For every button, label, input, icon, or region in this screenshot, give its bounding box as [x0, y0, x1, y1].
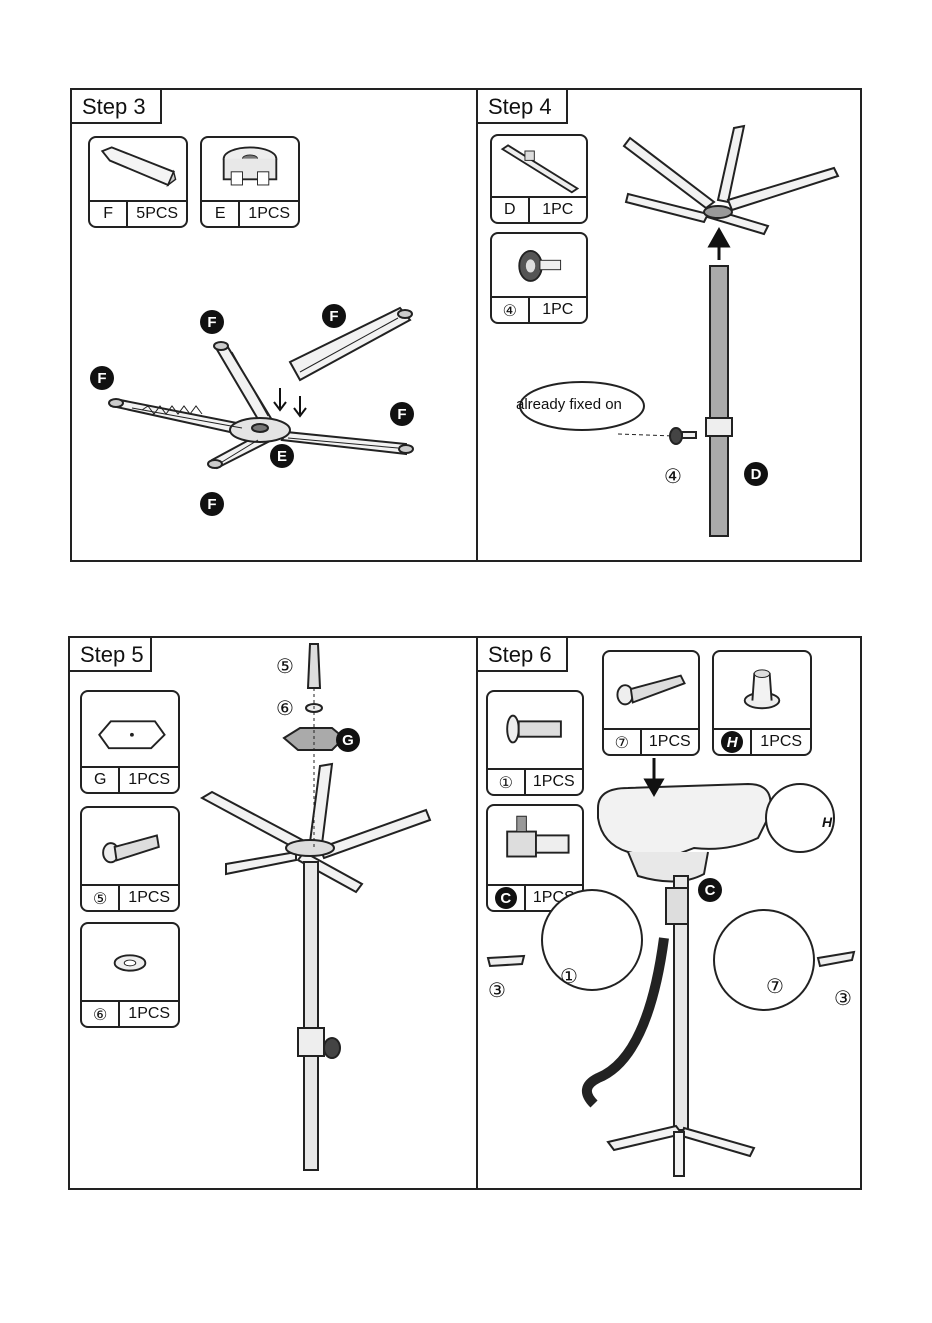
callout-f-1: F — [200, 310, 224, 334]
step5-panel: Step 5 G 1PCS ⑤ 1PCS ⑥ 1PCS — [68, 636, 478, 1190]
callout-f-3: F — [90, 366, 114, 390]
bolt-5-label: ⑤ — [276, 654, 294, 678]
already-fixed-bubble-text: already fixed on — [516, 396, 622, 413]
callout-e: E — [270, 444, 294, 468]
callout-c: C — [698, 878, 722, 902]
callout-f-2: F — [322, 304, 346, 328]
base-assembly-illustration — [72, 90, 476, 560]
cap-bolt-illustration — [70, 638, 476, 1188]
callout-d: D — [744, 462, 768, 486]
step4-panel: Step 4 D 1PC ④ 1PC — [476, 88, 862, 562]
screw-4-label: ④ — [664, 464, 682, 488]
washer-6-label: ⑥ — [276, 696, 294, 720]
handle-3-left-label: ③ — [488, 978, 506, 1002]
step3-panel: Step 3 F 5PCS E 1PCS — [70, 88, 478, 562]
step6-panel: Step 6 ① 1PCS C 1PCS ⑦ 1PCS H — [476, 636, 862, 1190]
screw-1-label: ① — [560, 964, 578, 988]
screw-7-label: ⑦ — [766, 974, 784, 998]
handle-3-right-label: ③ — [834, 986, 852, 1010]
pole-insert-illustration — [478, 90, 860, 560]
basin-assembly-illustration — [478, 638, 860, 1188]
callout-g: G — [336, 728, 360, 752]
callout-f-5: F — [200, 492, 224, 516]
callout-h: H — [822, 814, 832, 830]
callout-f-4: F — [390, 402, 414, 426]
